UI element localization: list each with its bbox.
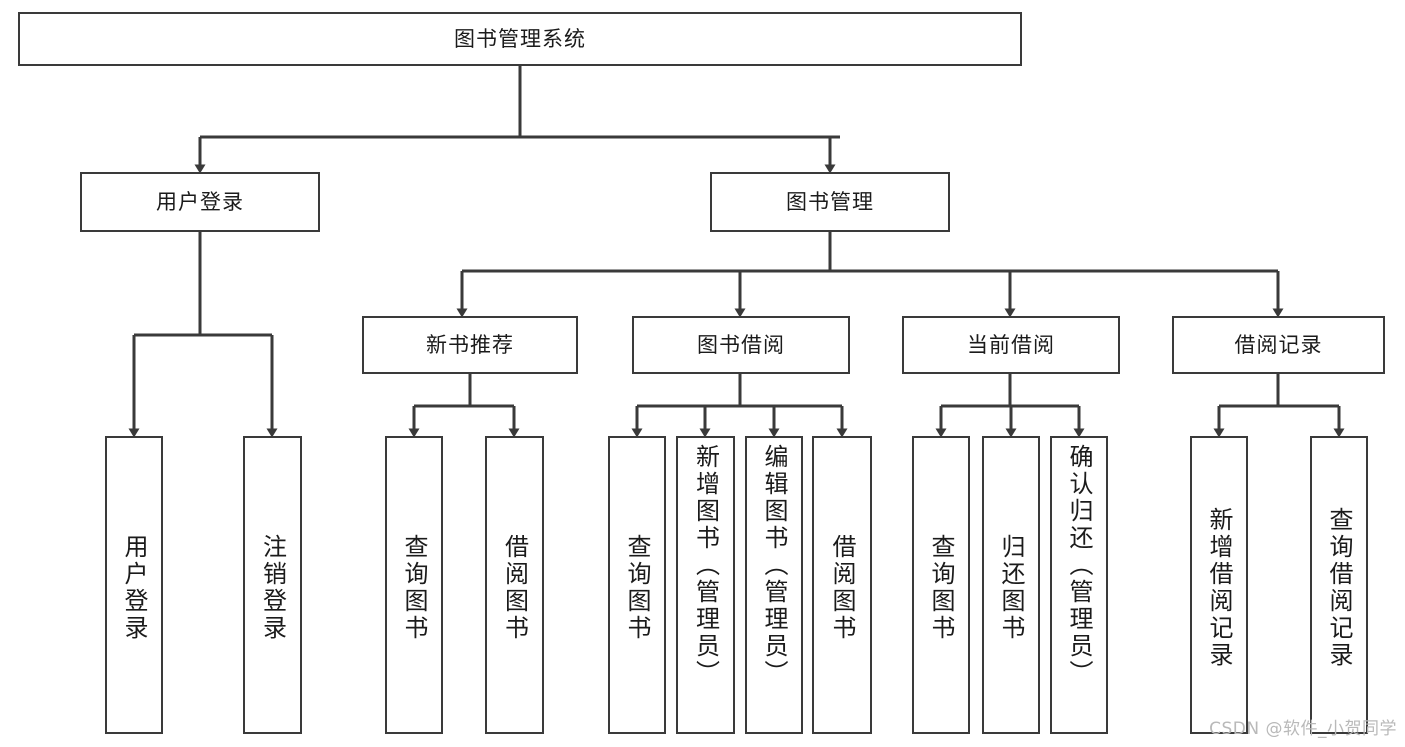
node-leaf-logout-login[interactable]: 注销登录: [243, 436, 302, 734]
node-leaf-add-book-admin-label: 新增图书（管理员）: [691, 444, 720, 687]
node-new-book-recommend[interactable]: 新书推荐: [362, 316, 578, 374]
node-user-login-label: 用户登录: [156, 189, 244, 214]
node-leaf-borrow-book-nbr[interactable]: 借阅图书: [485, 436, 544, 734]
node-book-borrow[interactable]: 图书借阅: [632, 316, 850, 374]
node-leaf-borrow-book-bb-label: 借阅图书: [828, 534, 856, 642]
node-leaf-query-book-nbr-label: 查询图书: [400, 534, 428, 642]
node-borrow-record-label: 借阅记录: [1234, 332, 1323, 357]
node-root[interactable]: 图书管理系统: [18, 12, 1022, 66]
node-leaf-return-book[interactable]: 归还图书: [982, 436, 1040, 734]
node-new-book-recommend-label: 新书推荐: [426, 332, 514, 357]
node-leaf-edit-book-admin[interactable]: 编辑图书（管理员）: [745, 436, 803, 734]
node-leaf-confirm-return-admin-label: 确认归还（管理员）: [1065, 444, 1093, 687]
node-current-borrow-label: 当前借阅: [967, 332, 1055, 357]
node-leaf-query-book-bb-label: 查询图书: [623, 534, 651, 642]
node-leaf-add-book-admin[interactable]: 新增图书（管理员）: [676, 436, 735, 734]
node-leaf-return-book-label: 归还图书: [997, 534, 1025, 642]
node-current-borrow[interactable]: 当前借阅: [902, 316, 1120, 374]
node-leaf-query-book-cb-label: 查询图书: [927, 534, 955, 642]
node-user-login[interactable]: 用户登录: [80, 172, 320, 232]
node-leaf-add-borrow-record[interactable]: 新增借阅记录: [1190, 436, 1248, 734]
node-leaf-query-book-bb[interactable]: 查询图书: [608, 436, 666, 734]
node-leaf-logout-login-label: 注销登录: [258, 534, 287, 642]
node-leaf-query-book-cb[interactable]: 查询图书: [912, 436, 970, 734]
node-leaf-user-login-label: 用户登录: [120, 534, 148, 642]
node-book-borrow-label: 图书借阅: [697, 332, 785, 357]
node-leaf-edit-book-admin-label: 编辑图书（管理员）: [760, 444, 788, 687]
node-leaf-borrow-book-nbr-label: 借阅图书: [500, 534, 529, 642]
node-leaf-borrow-book-bb[interactable]: 借阅图书: [812, 436, 872, 734]
node-leaf-confirm-return-admin[interactable]: 确认归还（管理员）: [1050, 436, 1108, 734]
node-root-label: 图书管理系统: [454, 26, 586, 51]
node-book-manage-label: 图书管理: [786, 189, 874, 214]
node-leaf-query-borrow-record-label: 查询借阅记录: [1325, 507, 1353, 669]
node-leaf-user-login[interactable]: 用户登录: [105, 436, 163, 734]
node-leaf-query-borrow-record[interactable]: 查询借阅记录: [1310, 436, 1368, 734]
node-leaf-add-borrow-record-label: 新增借阅记录: [1205, 507, 1233, 669]
node-book-manage[interactable]: 图书管理: [710, 172, 950, 232]
node-borrow-record[interactable]: 借阅记录: [1172, 316, 1385, 374]
node-leaf-query-book-nbr[interactable]: 查询图书: [385, 436, 443, 734]
